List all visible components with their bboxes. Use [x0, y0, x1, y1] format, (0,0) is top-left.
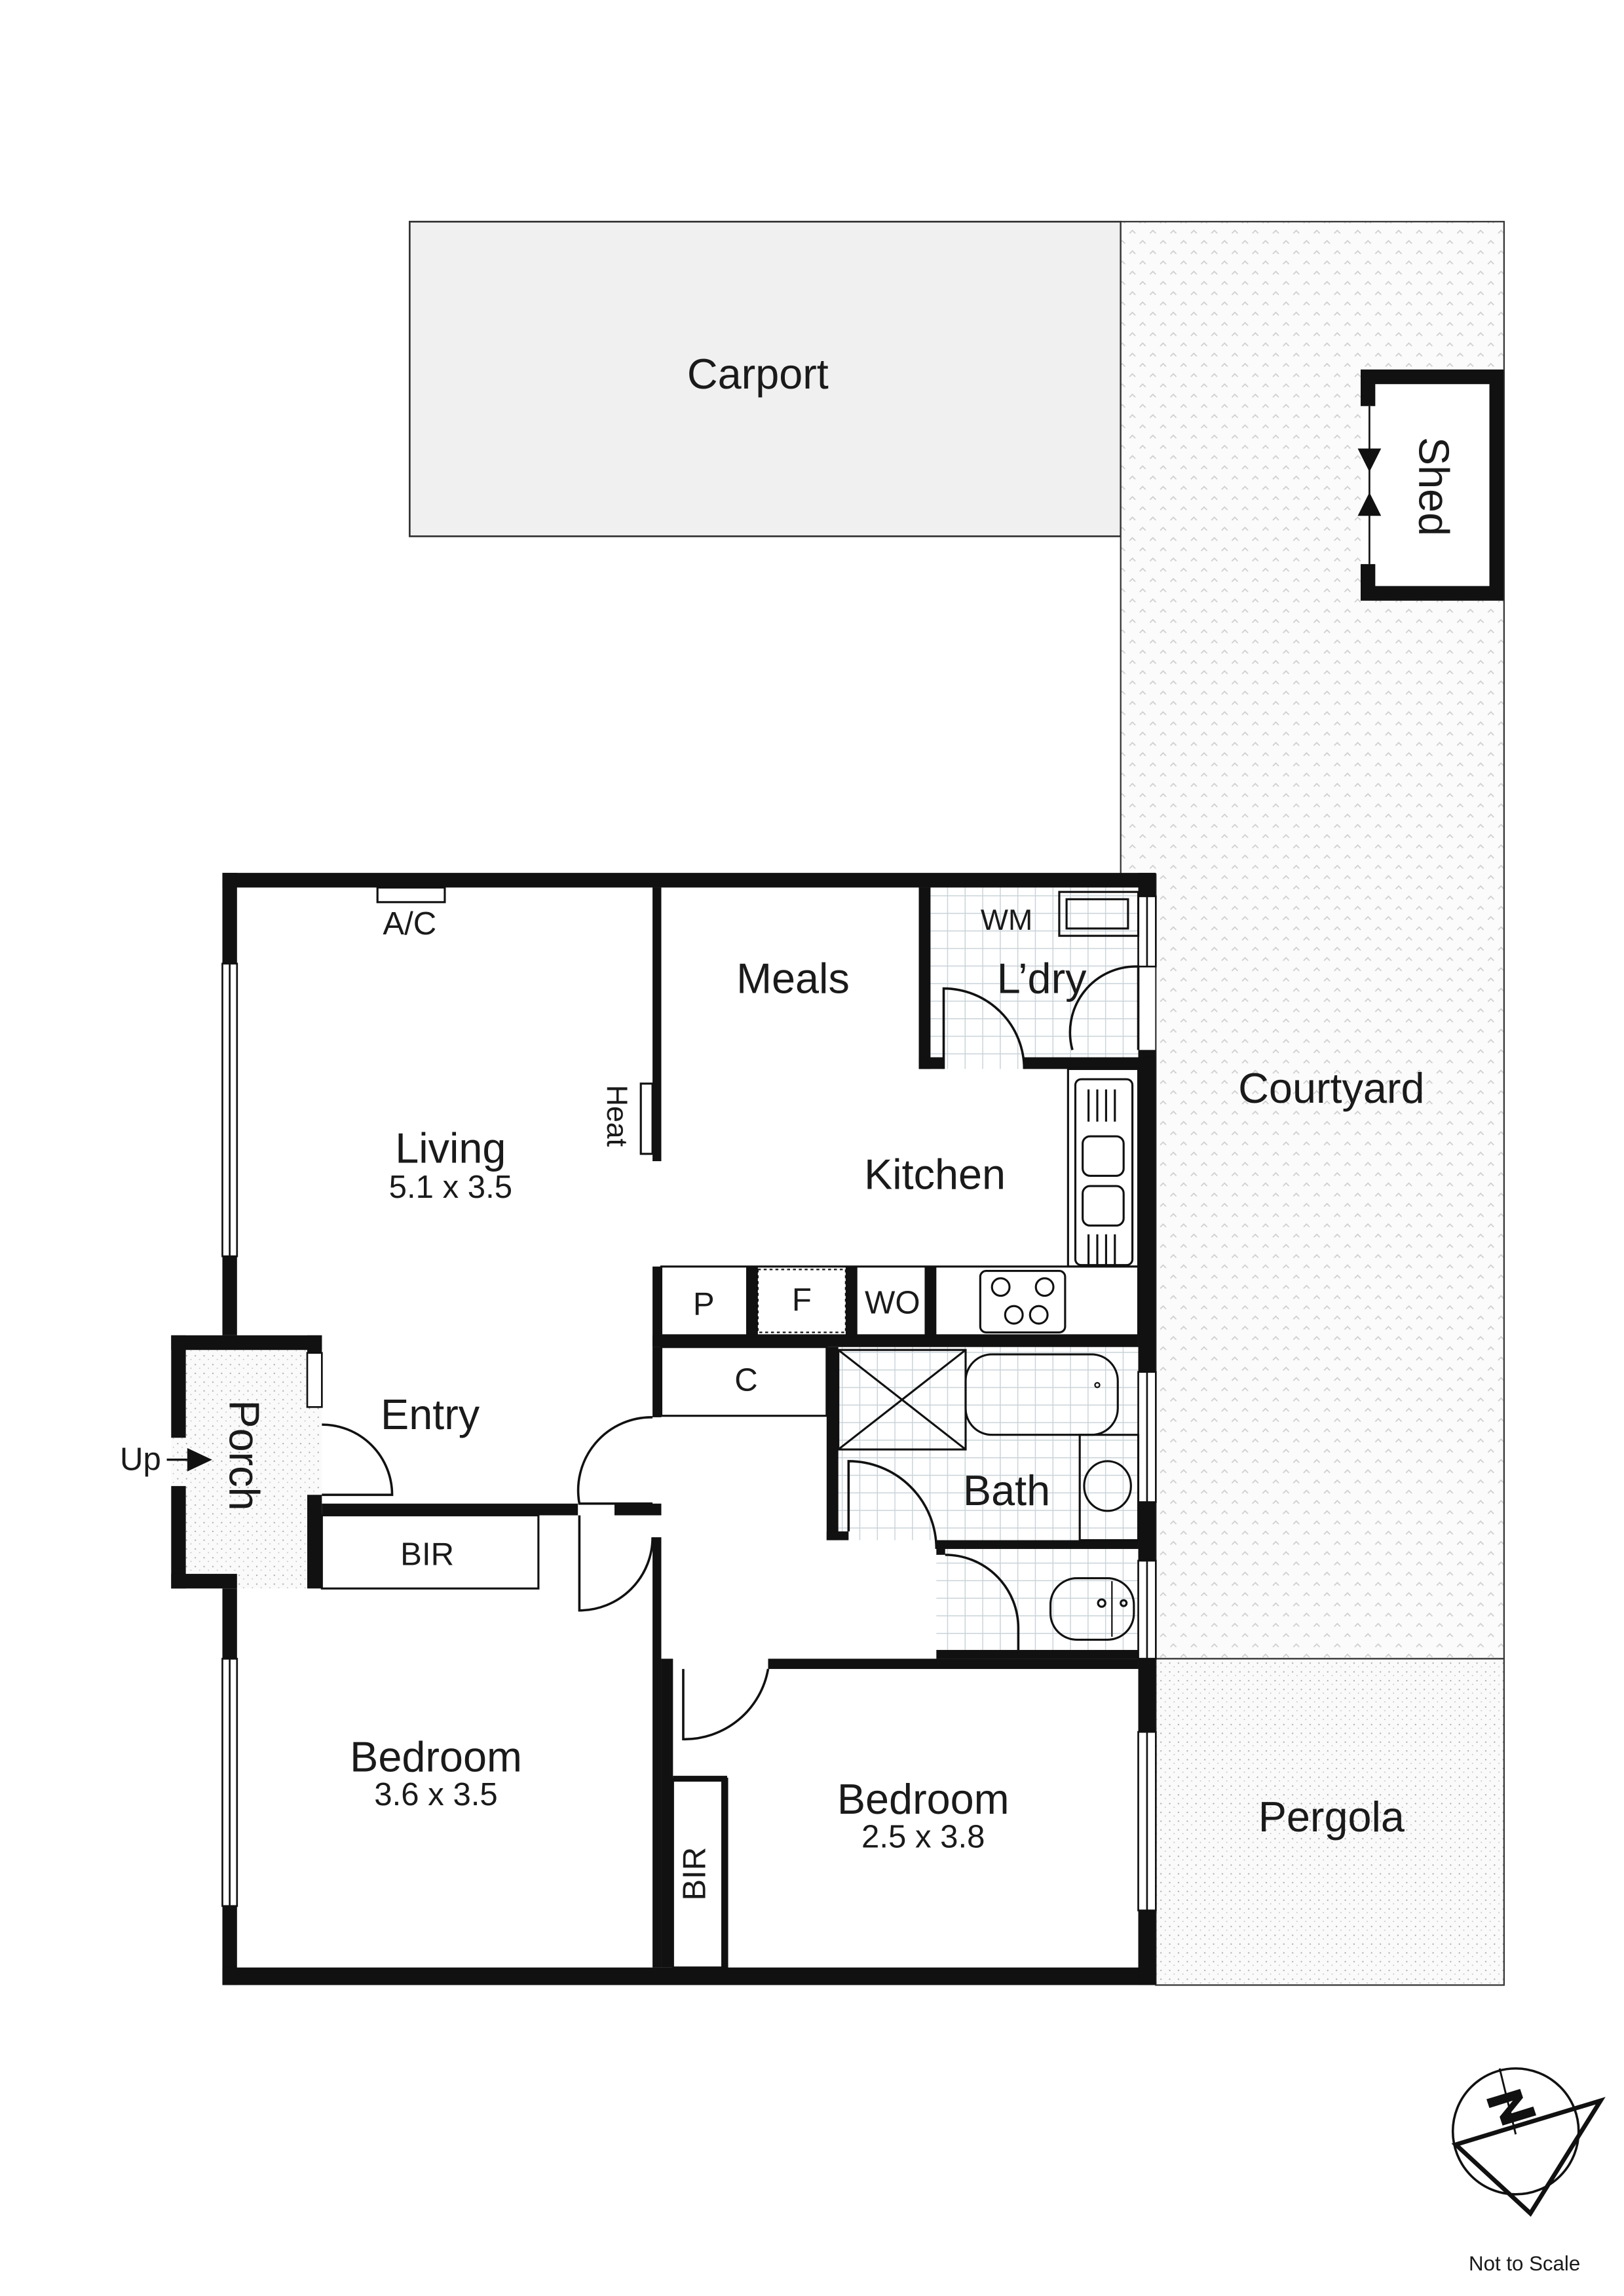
entry-label: Entry	[381, 1390, 480, 1438]
cupboard-label: C	[734, 1363, 757, 1398]
pergola-label: Pergola	[1258, 1793, 1405, 1841]
north-arrow-icon	[1451, 2067, 1606, 2217]
fixtures	[320, 886, 1140, 1969]
bir2-label: BIR	[677, 1847, 712, 1901]
bedroom1-label: Bedroom	[350, 1732, 522, 1780]
carport: Carport	[408, 220, 1122, 537]
meals-label: Meals	[736, 954, 850, 1002]
living-dimensions: 5.1 x 3.5	[389, 1170, 512, 1205]
shed: Shed	[1357, 369, 1504, 601]
bath-label: Bath	[963, 1466, 1050, 1514]
up-label: Up	[120, 1442, 161, 1477]
bir1-label: BIR	[400, 1537, 454, 1573]
laundry-label: L’dry	[997, 954, 1087, 1002]
pergola: Pergola	[1155, 1658, 1505, 1986]
toilet-floor	[936, 1548, 1139, 1659]
walls	[171, 873, 1156, 1985]
porch-label: Porch	[221, 1400, 269, 1510]
bath-floor	[838, 1347, 1139, 1540]
wall-oven-label: WO	[865, 1285, 920, 1320]
bedroom2-label: Bedroom	[837, 1775, 1010, 1823]
kitchen-label: Kitchen	[864, 1151, 1006, 1198]
ac-label: A/C	[383, 906, 436, 942]
doors	[322, 965, 1140, 1741]
shed-label: Shed	[1410, 437, 1458, 536]
pantry-label: P	[693, 1287, 715, 1322]
living-label: Living	[395, 1124, 506, 1172]
up-arrow	[166, 1447, 212, 1472]
bedroom2-dimensions: 2.5 x 3.8	[861, 1820, 985, 1855]
bedroom1-dimensions: 3.6 x 3.5	[374, 1777, 497, 1812]
carport-label: Carport	[687, 350, 829, 398]
fridge-label: F	[792, 1282, 812, 1318]
laundry-floor	[930, 887, 1139, 1069]
washing-machine-label: WM	[981, 904, 1032, 936]
heater-label: Heat	[601, 1085, 633, 1147]
windows	[221, 895, 1157, 1911]
courtyard-label: Courtyard	[1238, 1064, 1424, 1112]
scale-note: Not to Scale	[1469, 2252, 1580, 2275]
